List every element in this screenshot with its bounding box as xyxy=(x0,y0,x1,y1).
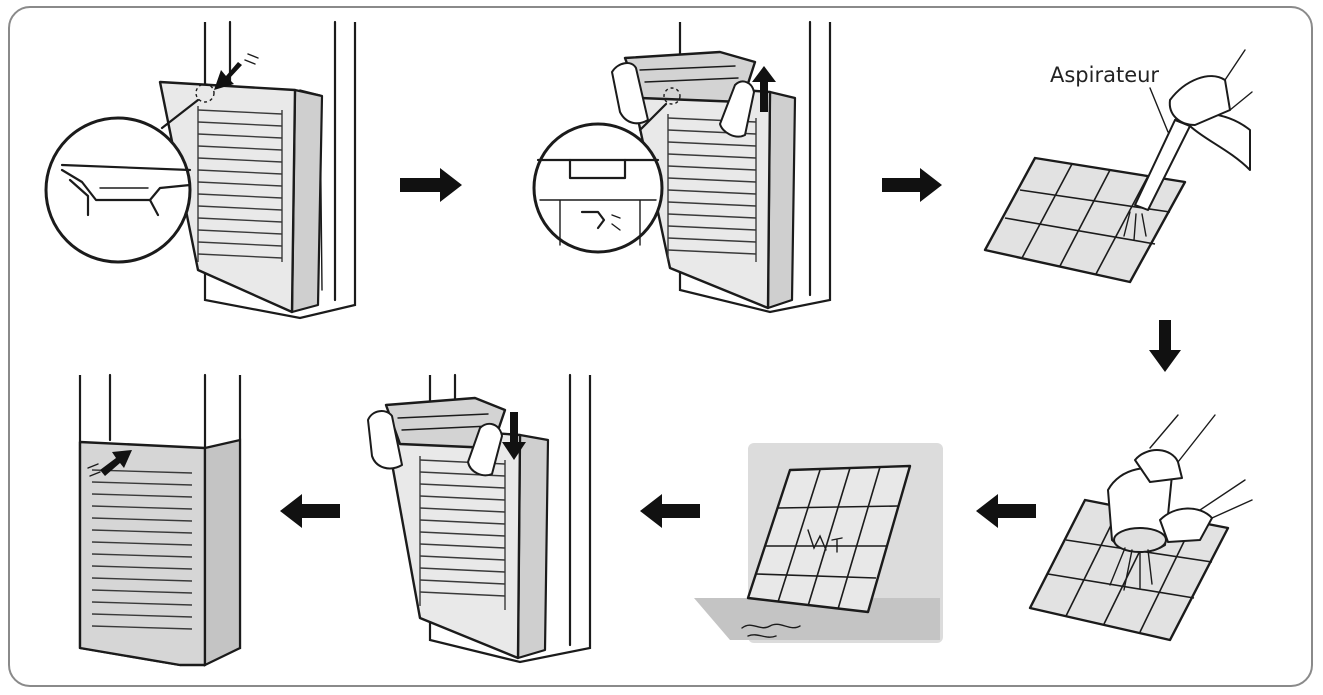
step-2-lift-filter xyxy=(534,22,830,312)
flow-arrow-right-1 xyxy=(400,168,462,202)
flow-arrow-left-1 xyxy=(976,494,1036,528)
step-1-open-cover xyxy=(46,22,355,318)
step-6-reinsert-filter xyxy=(368,375,590,662)
flow-arrow-left-3 xyxy=(280,494,340,528)
flow-arrow-right-2 xyxy=(882,168,942,202)
flow-arrow-left-2 xyxy=(640,494,700,528)
flow-arrow-down xyxy=(1149,320,1181,372)
step-7-close-cover xyxy=(80,375,240,665)
clip-zoom-circle xyxy=(534,124,662,252)
step-5-dry xyxy=(694,443,943,643)
front-cover-closed xyxy=(80,442,205,665)
latch-zoom-circle xyxy=(46,118,190,262)
vacuum-label: Aspirateur xyxy=(1050,63,1159,87)
front-cover xyxy=(385,425,520,658)
step-3-vacuum: Aspirateur xyxy=(985,50,1252,282)
step-4-rinse xyxy=(1030,415,1252,640)
